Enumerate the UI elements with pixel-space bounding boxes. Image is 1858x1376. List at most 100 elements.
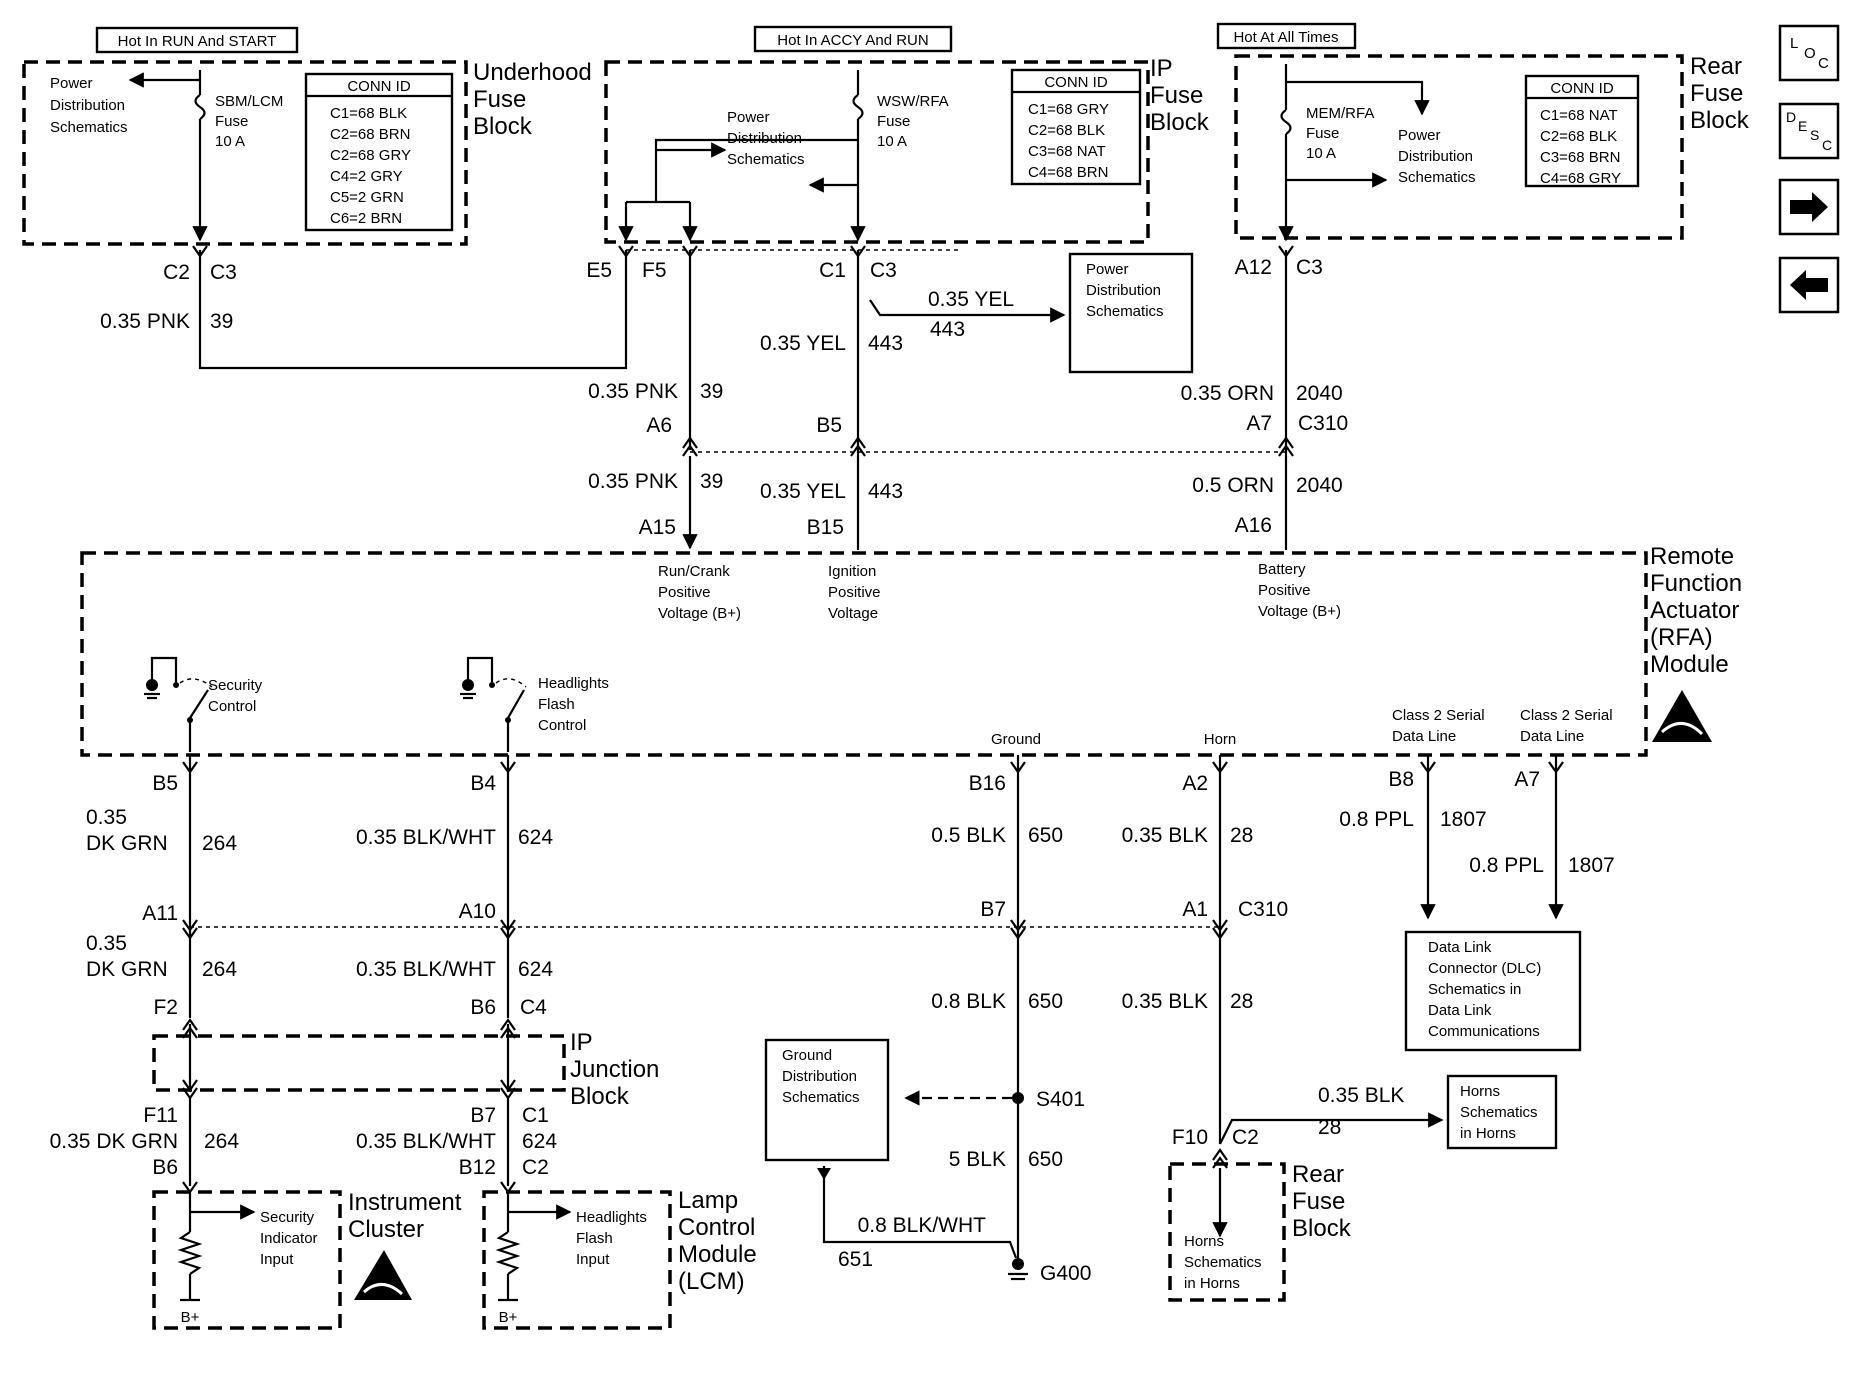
svg-text:Schematics: Schematics: [1398, 169, 1476, 186]
ip-junction-block: IP Junction Block: [152, 1018, 659, 1110]
svg-text:Cluster: Cluster: [348, 1216, 424, 1243]
svg-text:Ground: Ground: [782, 1047, 832, 1064]
svg-text:0.35 BLK: 0.35 BLK: [1122, 824, 1208, 847]
next-button[interactable]: [1778, 178, 1840, 236]
svg-text:0.35 PNK: 0.35 PNK: [588, 380, 678, 403]
svg-text:Horn: Horn: [1204, 731, 1237, 748]
rfa-title: Remote: [1650, 543, 1734, 570]
svg-text:0.35 PNK: 0.35 PNK: [588, 470, 678, 493]
headlights-flash-control-switch: Headlights Flash Control: [460, 656, 609, 752]
rfa-module: Remote Function Actuator (RFA) Module Ru…: [80, 543, 1742, 757]
underhood-conn-id-table: CONN ID C1=68 BLK C2=68 BRN C2=68 GRY C4…: [304, 72, 454, 232]
svg-text:C310: C310: [1298, 412, 1348, 435]
svg-text:A1: A1: [1182, 898, 1208, 921]
svg-text:C1=68 NAT: C1=68 NAT: [1540, 107, 1618, 124]
svg-text:CONN ID: CONN ID: [1550, 80, 1614, 97]
underhood-title: Underhood: [473, 59, 592, 86]
svg-text:A7: A7: [1514, 768, 1540, 791]
svg-text:Schematics in: Schematics in: [1428, 981, 1521, 998]
svg-text:F5: F5: [642, 259, 667, 282]
svg-text:0.5 BLK: 0.5 BLK: [931, 824, 1006, 847]
left-arrow-icon: [1790, 270, 1828, 300]
rear-fuse-block-bottom: Horns Schematics in Horns Rear Fuse Bloc…: [1168, 1161, 1352, 1302]
svg-text:264: 264: [204, 1130, 239, 1153]
svg-text:0.35 DK GRN: 0.35 DK GRN: [50, 1130, 178, 1153]
svg-text:A6: A6: [646, 414, 672, 437]
svg-text:624: 624: [518, 958, 553, 981]
power-distribution-box: Power Distribution Schematics: [1068, 252, 1194, 374]
hot-all-times-label: Hot At All Times: [1216, 22, 1357, 50]
svg-text:C5=2 GRN: C5=2 GRN: [330, 189, 404, 206]
svg-text:B+: B+: [499, 1309, 518, 1326]
svg-text:Distribution: Distribution: [782, 1068, 857, 1085]
svg-text:B6: B6: [152, 1156, 178, 1179]
svg-text:A7: A7: [1246, 412, 1272, 435]
svg-text:C1=68 GRY: C1=68 GRY: [1028, 101, 1109, 118]
svg-text:C3: C3: [210, 261, 237, 284]
wsw-rfa-fuse-label: WSW/RFA: [877, 93, 949, 110]
svg-text:Power: Power: [1086, 261, 1129, 278]
svg-text:Hot In RUN And START: Hot In RUN And START: [118, 33, 277, 50]
svg-text:Power: Power: [1398, 127, 1441, 144]
svg-text:D: D: [1786, 109, 1796, 125]
svg-text:C2=68 GRY: C2=68 GRY: [330, 147, 411, 164]
svg-text:A10: A10: [459, 900, 496, 923]
svg-text:Function: Function: [1650, 570, 1742, 597]
svg-text:C4=68 GRY: C4=68 GRY: [1540, 170, 1621, 187]
svg-text:A11: A11: [142, 902, 178, 925]
svg-text:Fuse: Fuse: [1306, 125, 1339, 142]
svg-text:Voltage: Voltage: [828, 605, 878, 622]
svg-text:C1: C1: [819, 259, 846, 282]
svg-text:10 A: 10 A: [215, 133, 245, 150]
hot-run-start-label: Hot In RUN And START: [95, 26, 299, 54]
dlc-schematics-box: Data Link Connector (DLC) Schematics in …: [1404, 930, 1582, 1052]
svg-text:Junction: Junction: [570, 1056, 659, 1083]
svg-text:39: 39: [700, 380, 723, 403]
svg-text:39: 39: [210, 310, 233, 333]
svg-text:C4=68 BRN: C4=68 BRN: [1028, 164, 1108, 181]
loc-button[interactable]: L O C: [1778, 24, 1840, 82]
svg-text:Distribution: Distribution: [727, 130, 802, 147]
svg-text:S401: S401: [1036, 1088, 1085, 1111]
svg-text:1807: 1807: [1440, 808, 1487, 831]
svg-text:624: 624: [518, 826, 553, 849]
svg-text:C2=68 BLK: C2=68 BLK: [1540, 128, 1617, 145]
svg-text:Block: Block: [1690, 107, 1750, 134]
underhood-fuse-block: Underhood Fuse Block Power Distribution …: [22, 59, 592, 246]
svg-text:F2: F2: [153, 996, 178, 1019]
svg-text:Hot In ACCY And RUN: Hot In ACCY And RUN: [777, 32, 928, 49]
desc-button[interactable]: D E S C: [1778, 102, 1840, 160]
svg-text:Positive: Positive: [658, 584, 711, 601]
svg-text:39: 39: [700, 470, 723, 493]
svg-text:Run/Crank: Run/Crank: [658, 563, 730, 580]
lamp-control-module: B+ Headlights Flash Input Lamp Control M…: [482, 1187, 757, 1330]
svg-text:B6: B6: [470, 996, 496, 1019]
s401-splice: [1012, 1092, 1024, 1104]
sbm-lcm-fuse-label: SBM/LCM: [215, 93, 283, 110]
svg-text:CONN ID: CONN ID: [347, 78, 411, 95]
svg-text:0.35 YEL: 0.35 YEL: [760, 480, 846, 503]
svg-text:Data Link: Data Link: [1428, 1002, 1492, 1019]
svg-text:A15: A15: [639, 516, 676, 539]
svg-text:Fuse: Fuse: [215, 113, 248, 130]
svg-text:O: O: [1804, 45, 1816, 62]
svg-text:A12: A12: [1235, 256, 1272, 279]
svg-text:Positive: Positive: [828, 584, 881, 601]
prev-button[interactable]: [1778, 256, 1840, 314]
svg-text:A16: A16: [1235, 514, 1272, 537]
svg-text:B7: B7: [470, 1104, 496, 1127]
svg-text:Schematics: Schematics: [782, 1089, 860, 1106]
svg-text:C3: C3: [870, 259, 897, 282]
svg-text:Headlights: Headlights: [576, 1209, 647, 1226]
svg-text:C2: C2: [1232, 1126, 1259, 1149]
svg-text:C310: C310: [1238, 898, 1288, 921]
svg-text:Block: Block: [1150, 109, 1210, 136]
g400-ground-icon: [1008, 1258, 1028, 1281]
svg-text:650: 650: [1028, 990, 1063, 1013]
svg-text:Power: Power: [50, 75, 93, 92]
svg-text:Module: Module: [1650, 651, 1729, 678]
svg-text:B12: B12: [459, 1156, 496, 1179]
horn-branch: 0.35 BLK 28 F10 C2 Horns Schematics in H…: [1172, 1074, 1558, 1238]
svg-text:Connector (DLC): Connector (DLC): [1428, 960, 1541, 977]
